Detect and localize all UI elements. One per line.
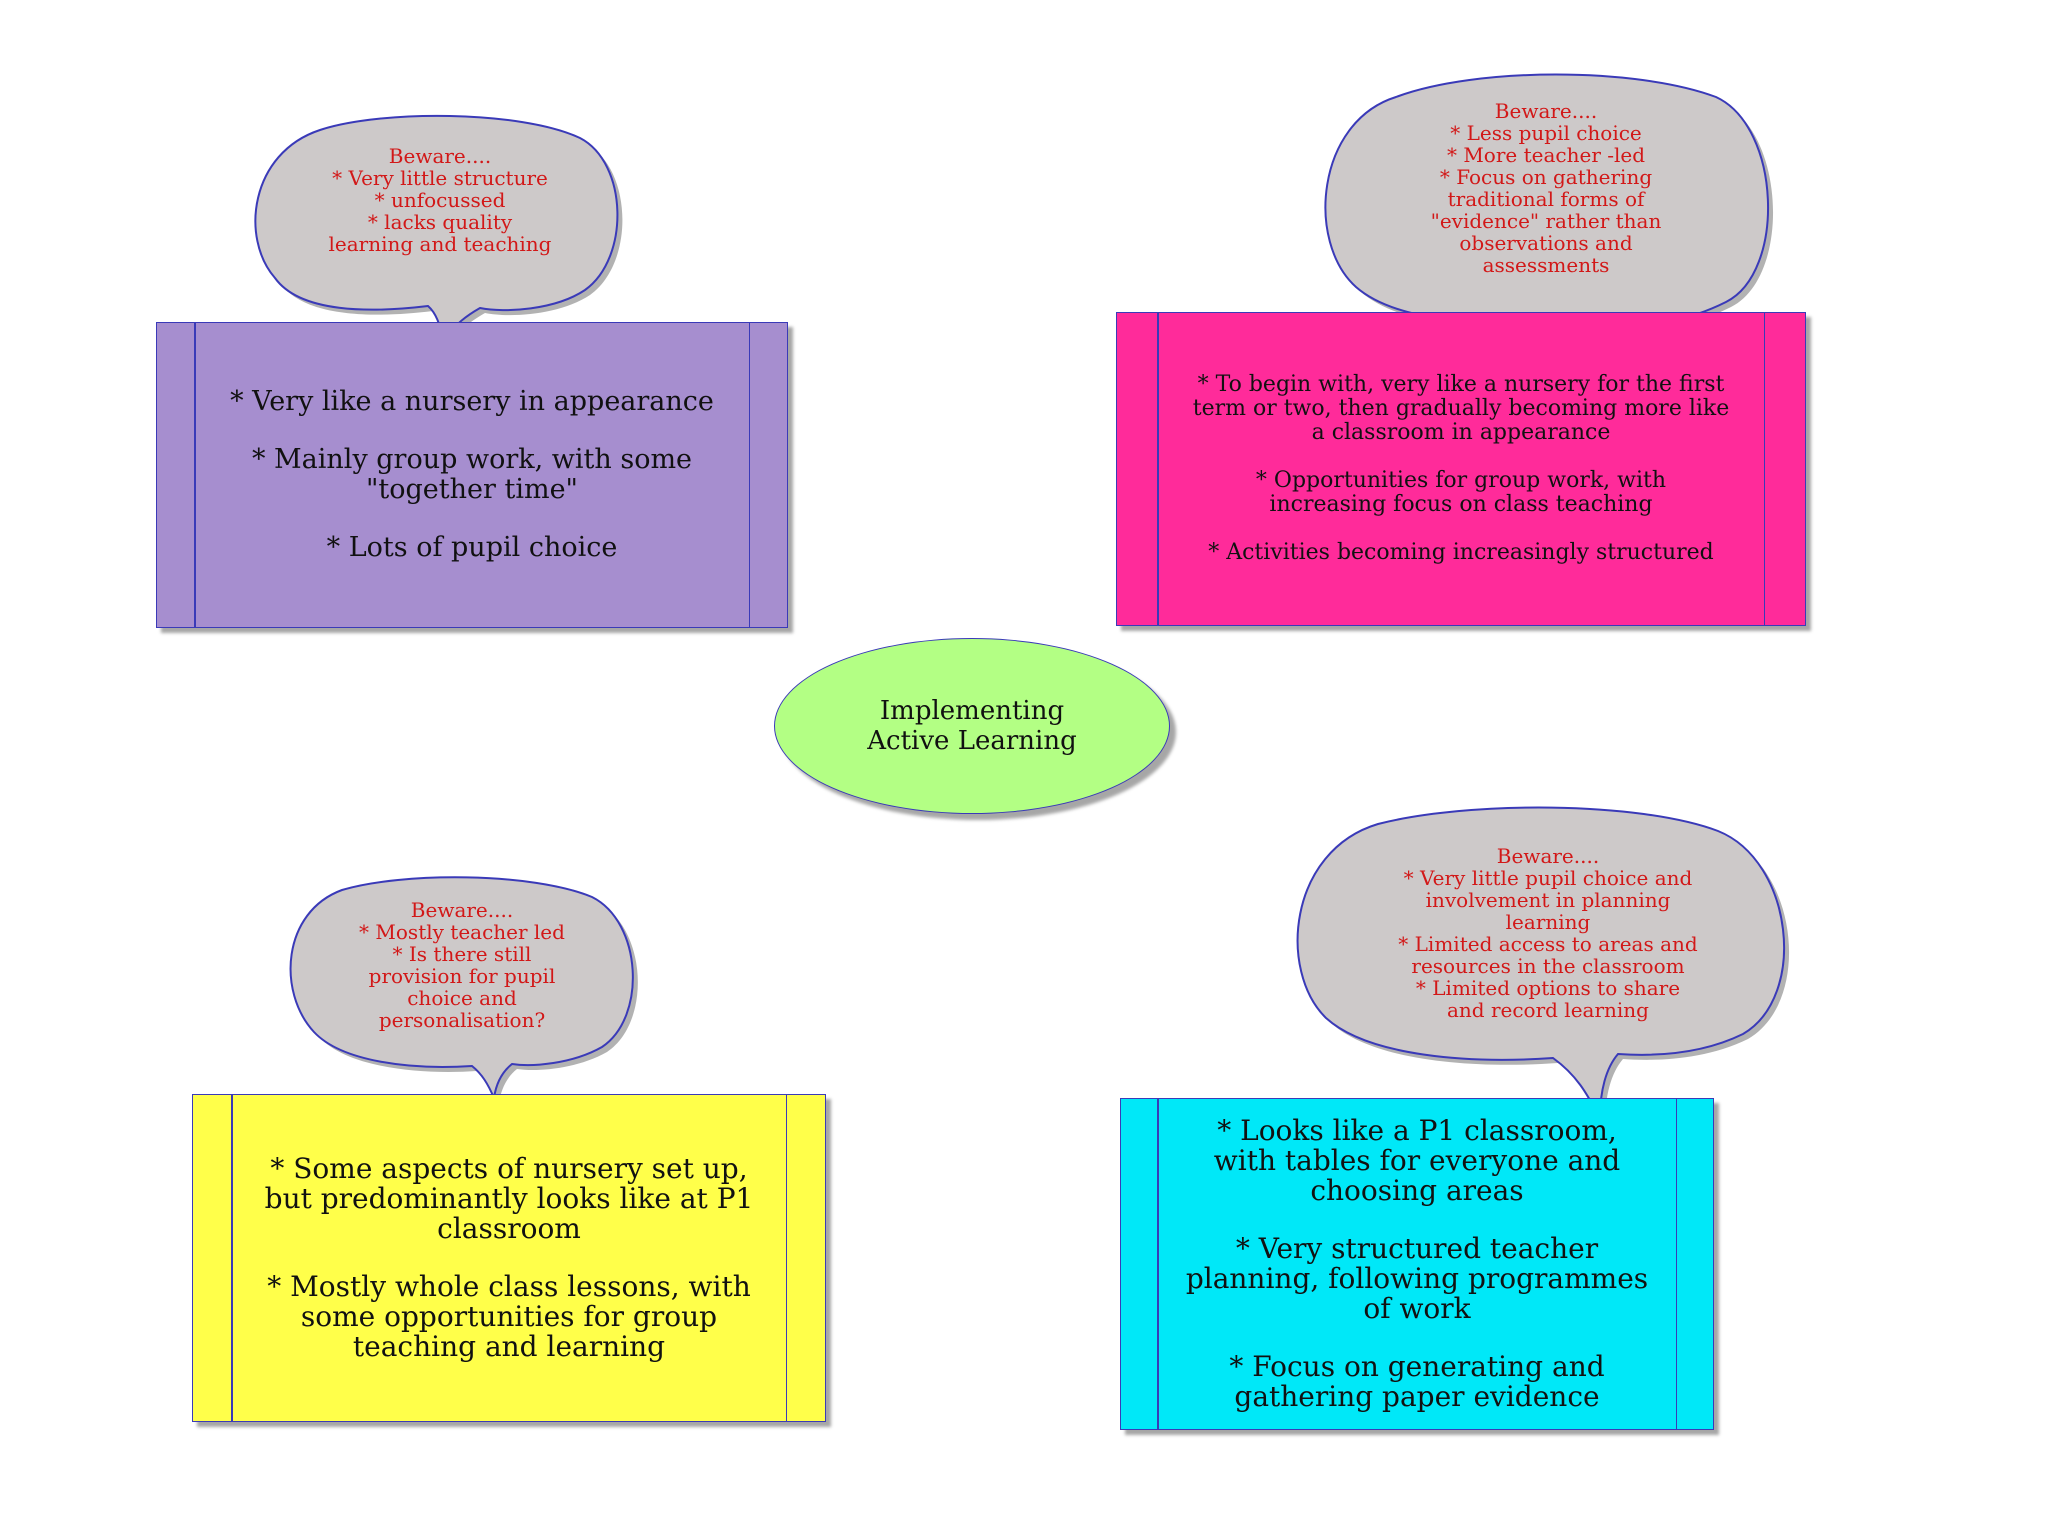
box-item: * Opportunities for group work, with inc…	[1255, 468, 1667, 517]
bubble-text: Beware.... * Very little structure * unf…	[328, 144, 552, 256]
box-item: * Mainly group work, with some "together…	[251, 444, 693, 505]
stage-box-bottom-right: * Looks like a P1 classroom, with tables…	[1120, 1098, 1714, 1430]
bubble-text: Beware.... * Very little pupil choice an…	[1398, 844, 1698, 1022]
box-item: * Activities becoming increasingly struc…	[1208, 540, 1714, 565]
box-item: * Mostly whole class lessons, with some …	[267, 1270, 751, 1363]
stage-box-top-right: * To begin with, very like a nursery for…	[1116, 312, 1806, 626]
bubble-shape	[1324, 73, 1774, 363]
box-item: * Looks like a P1 classroom, with tables…	[1213, 1114, 1621, 1207]
bubble-text: Beware.... * Mostly teacher led * Is the…	[359, 898, 565, 1032]
box-item: * Some aspects of nursery set up, but pr…	[264, 1152, 754, 1245]
box-item: * Very like a nursery in appearance	[230, 386, 714, 417]
box-item: * Focus on generating and gathering pape…	[1229, 1350, 1605, 1413]
box-item: * Lots of pupil choice	[326, 532, 618, 563]
box-item: * To begin with, very like a nursery for…	[1192, 372, 1730, 445]
thought-bubble-bottom-right: Beware.... * Very little pupil choice an…	[1288, 806, 1798, 1126]
stage-box-bottom-left: * Some aspects of nursery set up, but pr…	[192, 1094, 826, 1422]
box-item: * Very structured teacher planning, foll…	[1185, 1232, 1649, 1325]
stage-box-top-left: * Very like a nursery in appearance * Ma…	[156, 322, 788, 628]
thought-bubble-top-left: Beware.... * Very little structure * unf…	[250, 108, 630, 345]
bubble-shape	[289, 876, 638, 1103]
center-title-line-1: Implementing	[879, 696, 1065, 726]
bubble-text: Beware.... * Less pupil choice * More te…	[1430, 99, 1662, 277]
thought-bubble-bottom-left: Beware.... * Mostly teacher led * Is the…	[282, 872, 642, 1103]
center-ellipse: Implementing Active Learning	[774, 638, 1170, 814]
center-title-line-2: Active Learning	[867, 726, 1077, 756]
bubble-shape	[254, 114, 623, 345]
thought-bubble-top-right: Beware.... * Less pupil choice * More te…	[1316, 72, 1776, 363]
bubble-shape	[1296, 806, 1790, 1123]
